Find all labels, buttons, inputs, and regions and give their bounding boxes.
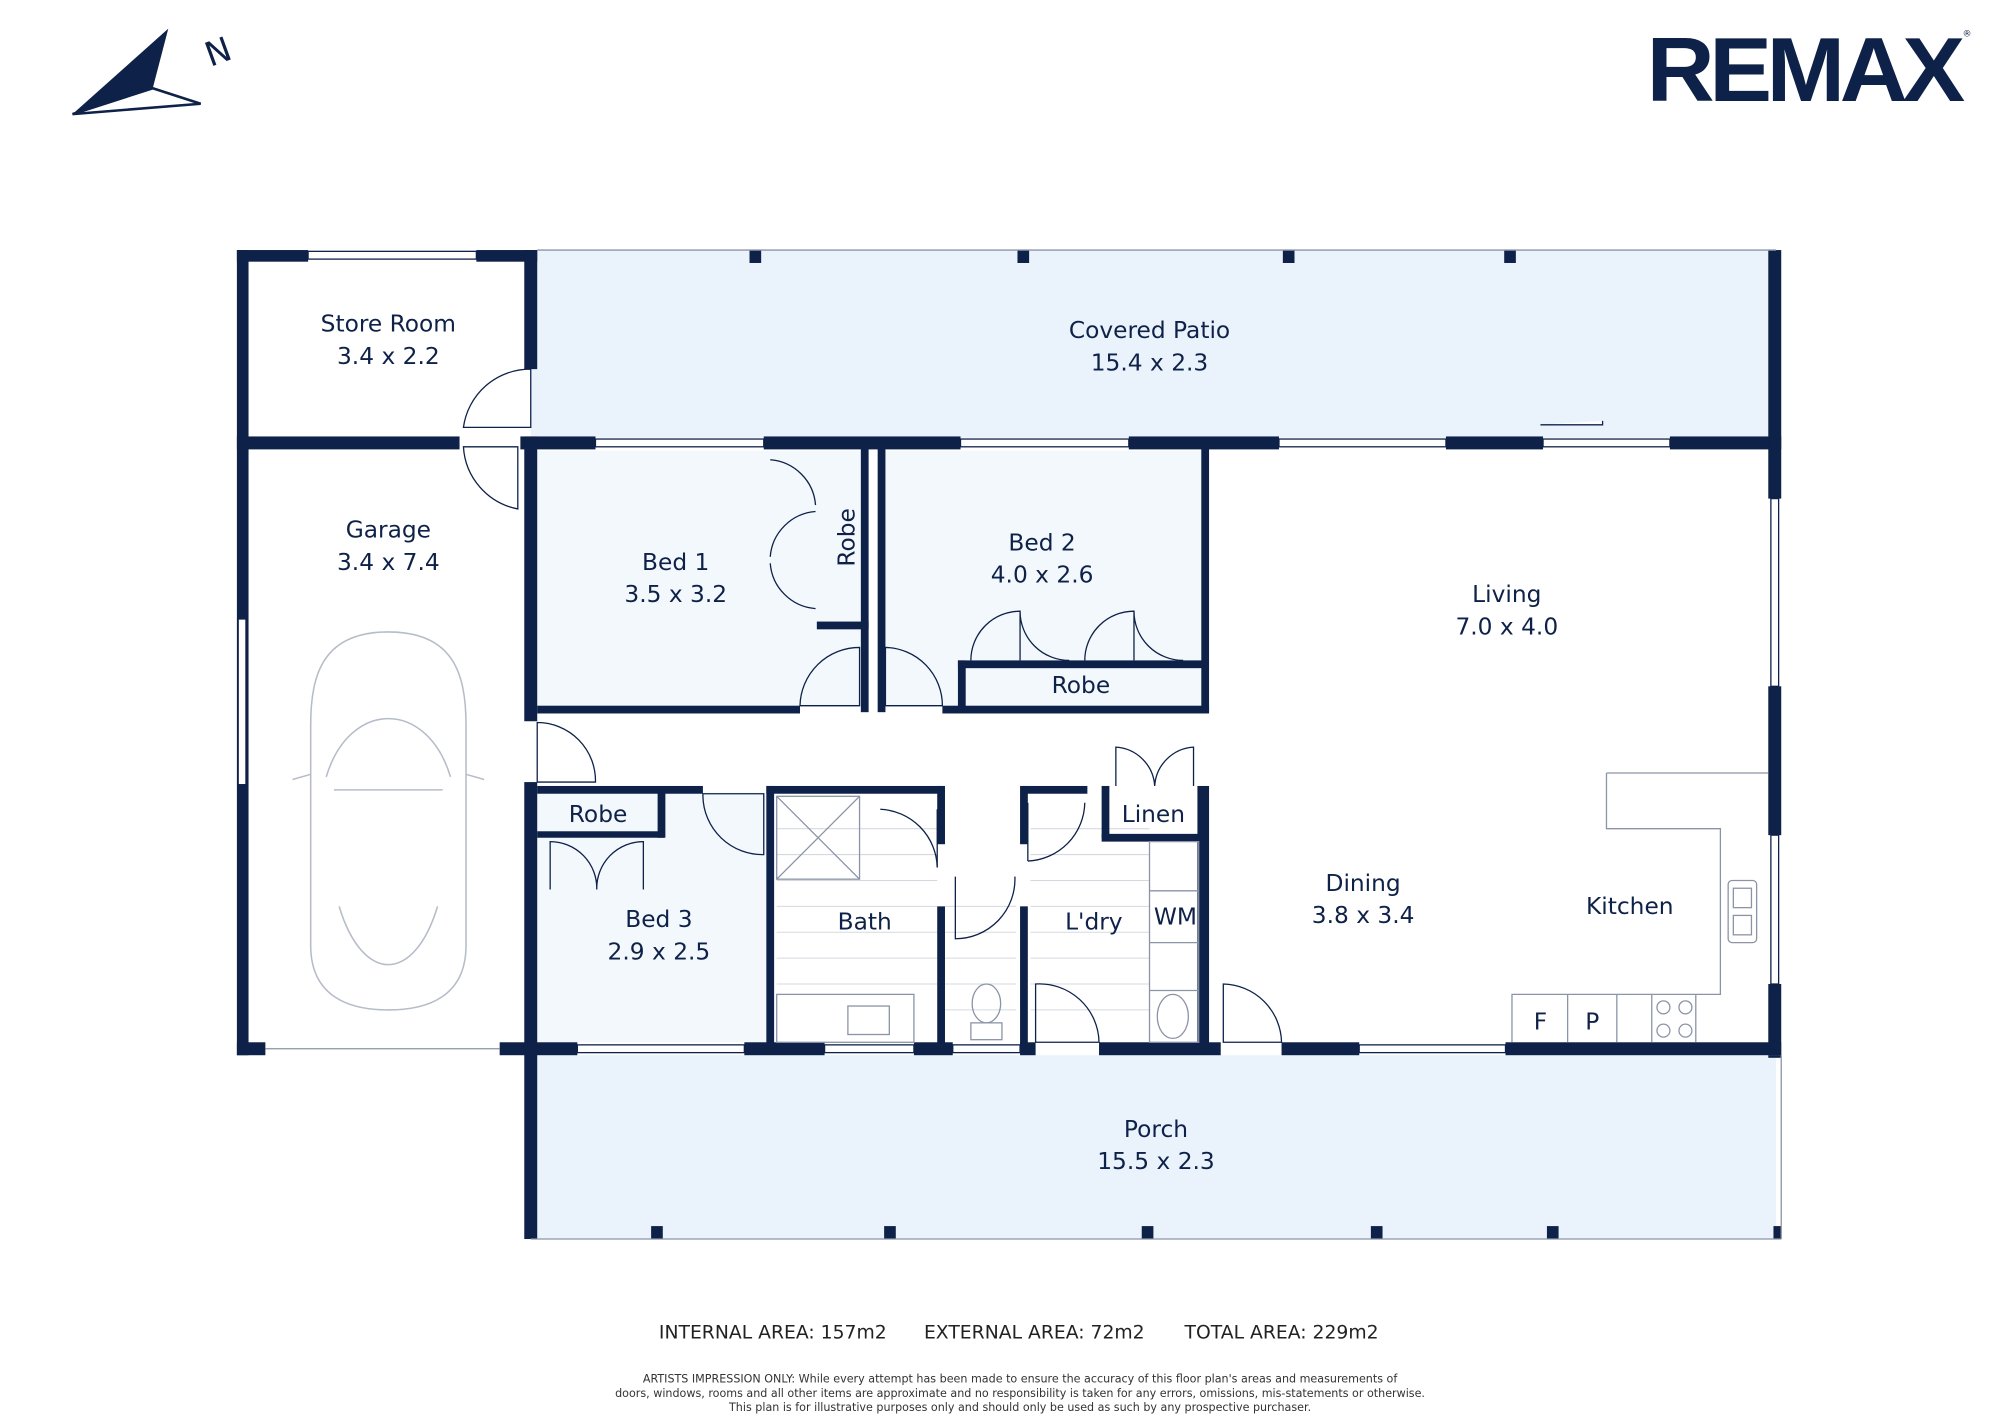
svg-text:®: ® [1962, 29, 1971, 39]
bed2-label: Bed 2 [1008, 529, 1075, 556]
laundry-label: L'dry [1065, 909, 1123, 936]
fridge-label: F [1534, 1008, 1547, 1035]
linen-label: Linen [1122, 801, 1185, 828]
external-area: EXTERNAL AREA: 72m2 [924, 1323, 1145, 1344]
remax-logo: REMAX ® [1647, 20, 1972, 121]
dining-dims: 3.8 x 3.4 [1312, 902, 1415, 929]
fixtures [776, 772, 1769, 1043]
svg-text:REMAX: REMAX [1647, 20, 1965, 121]
living-label: Living [1472, 581, 1541, 608]
bed3-label: Bed 3 [625, 906, 692, 933]
garage-dims: 3.4 x 7.4 [337, 549, 440, 576]
kitchen-label: Kitchen [1586, 893, 1674, 920]
porch-dims: 15.5 x 2.3 [1097, 1148, 1215, 1175]
bed3-robe-label: Robe [569, 801, 628, 828]
porch-label: Porch [1124, 1116, 1188, 1143]
store-room-dims: 3.4 x 2.2 [337, 343, 440, 370]
total-area: TOTAL AREA: 229m2 [1184, 1323, 1379, 1344]
bed2-robe-label: Robe [1052, 672, 1111, 699]
pantry-label: P [1585, 1008, 1599, 1035]
washing-machine-label: WM [1154, 903, 1197, 930]
bed2-dims: 4.0 x 2.6 [991, 562, 1094, 589]
doors [462, 368, 1283, 1043]
bed1-robe-label: Robe [833, 508, 860, 567]
bed1-label: Bed 1 [642, 549, 709, 576]
store-room-label: Store Room [321, 311, 456, 338]
dining-label: Dining [1326, 870, 1401, 897]
compass-north-label: N [200, 29, 237, 74]
porch-area [530, 1055, 1777, 1240]
covered-patio-label: Covered Patio [1069, 317, 1230, 344]
disclaimer-line: doors, windows, rooms and all other item… [615, 1387, 1425, 1400]
bed1-dims: 3.5 x 3.2 [624, 581, 727, 608]
disclaimer-line: ARTISTS IMPRESSION ONLY: While every att… [643, 1373, 1399, 1386]
windows [237, 250, 1780, 1054]
bed3-dims: 2.9 x 2.5 [608, 938, 711, 965]
living-dims: 7.0 x 4.0 [1455, 614, 1558, 641]
bath-label: Bath [838, 909, 892, 936]
covered-patio-area [530, 250, 1777, 438]
bed1-area [535, 450, 868, 707]
car-icon [292, 631, 485, 1011]
north-compass-icon: N [72, 28, 237, 116]
covered-patio-dims: 15.4 x 2.3 [1091, 349, 1209, 376]
disclaimer-line: This plan is for illustrative purposes o… [728, 1401, 1311, 1414]
internal-area: INTERNAL AREA: 157m2 [659, 1323, 887, 1344]
garage-label: Garage [346, 516, 431, 543]
